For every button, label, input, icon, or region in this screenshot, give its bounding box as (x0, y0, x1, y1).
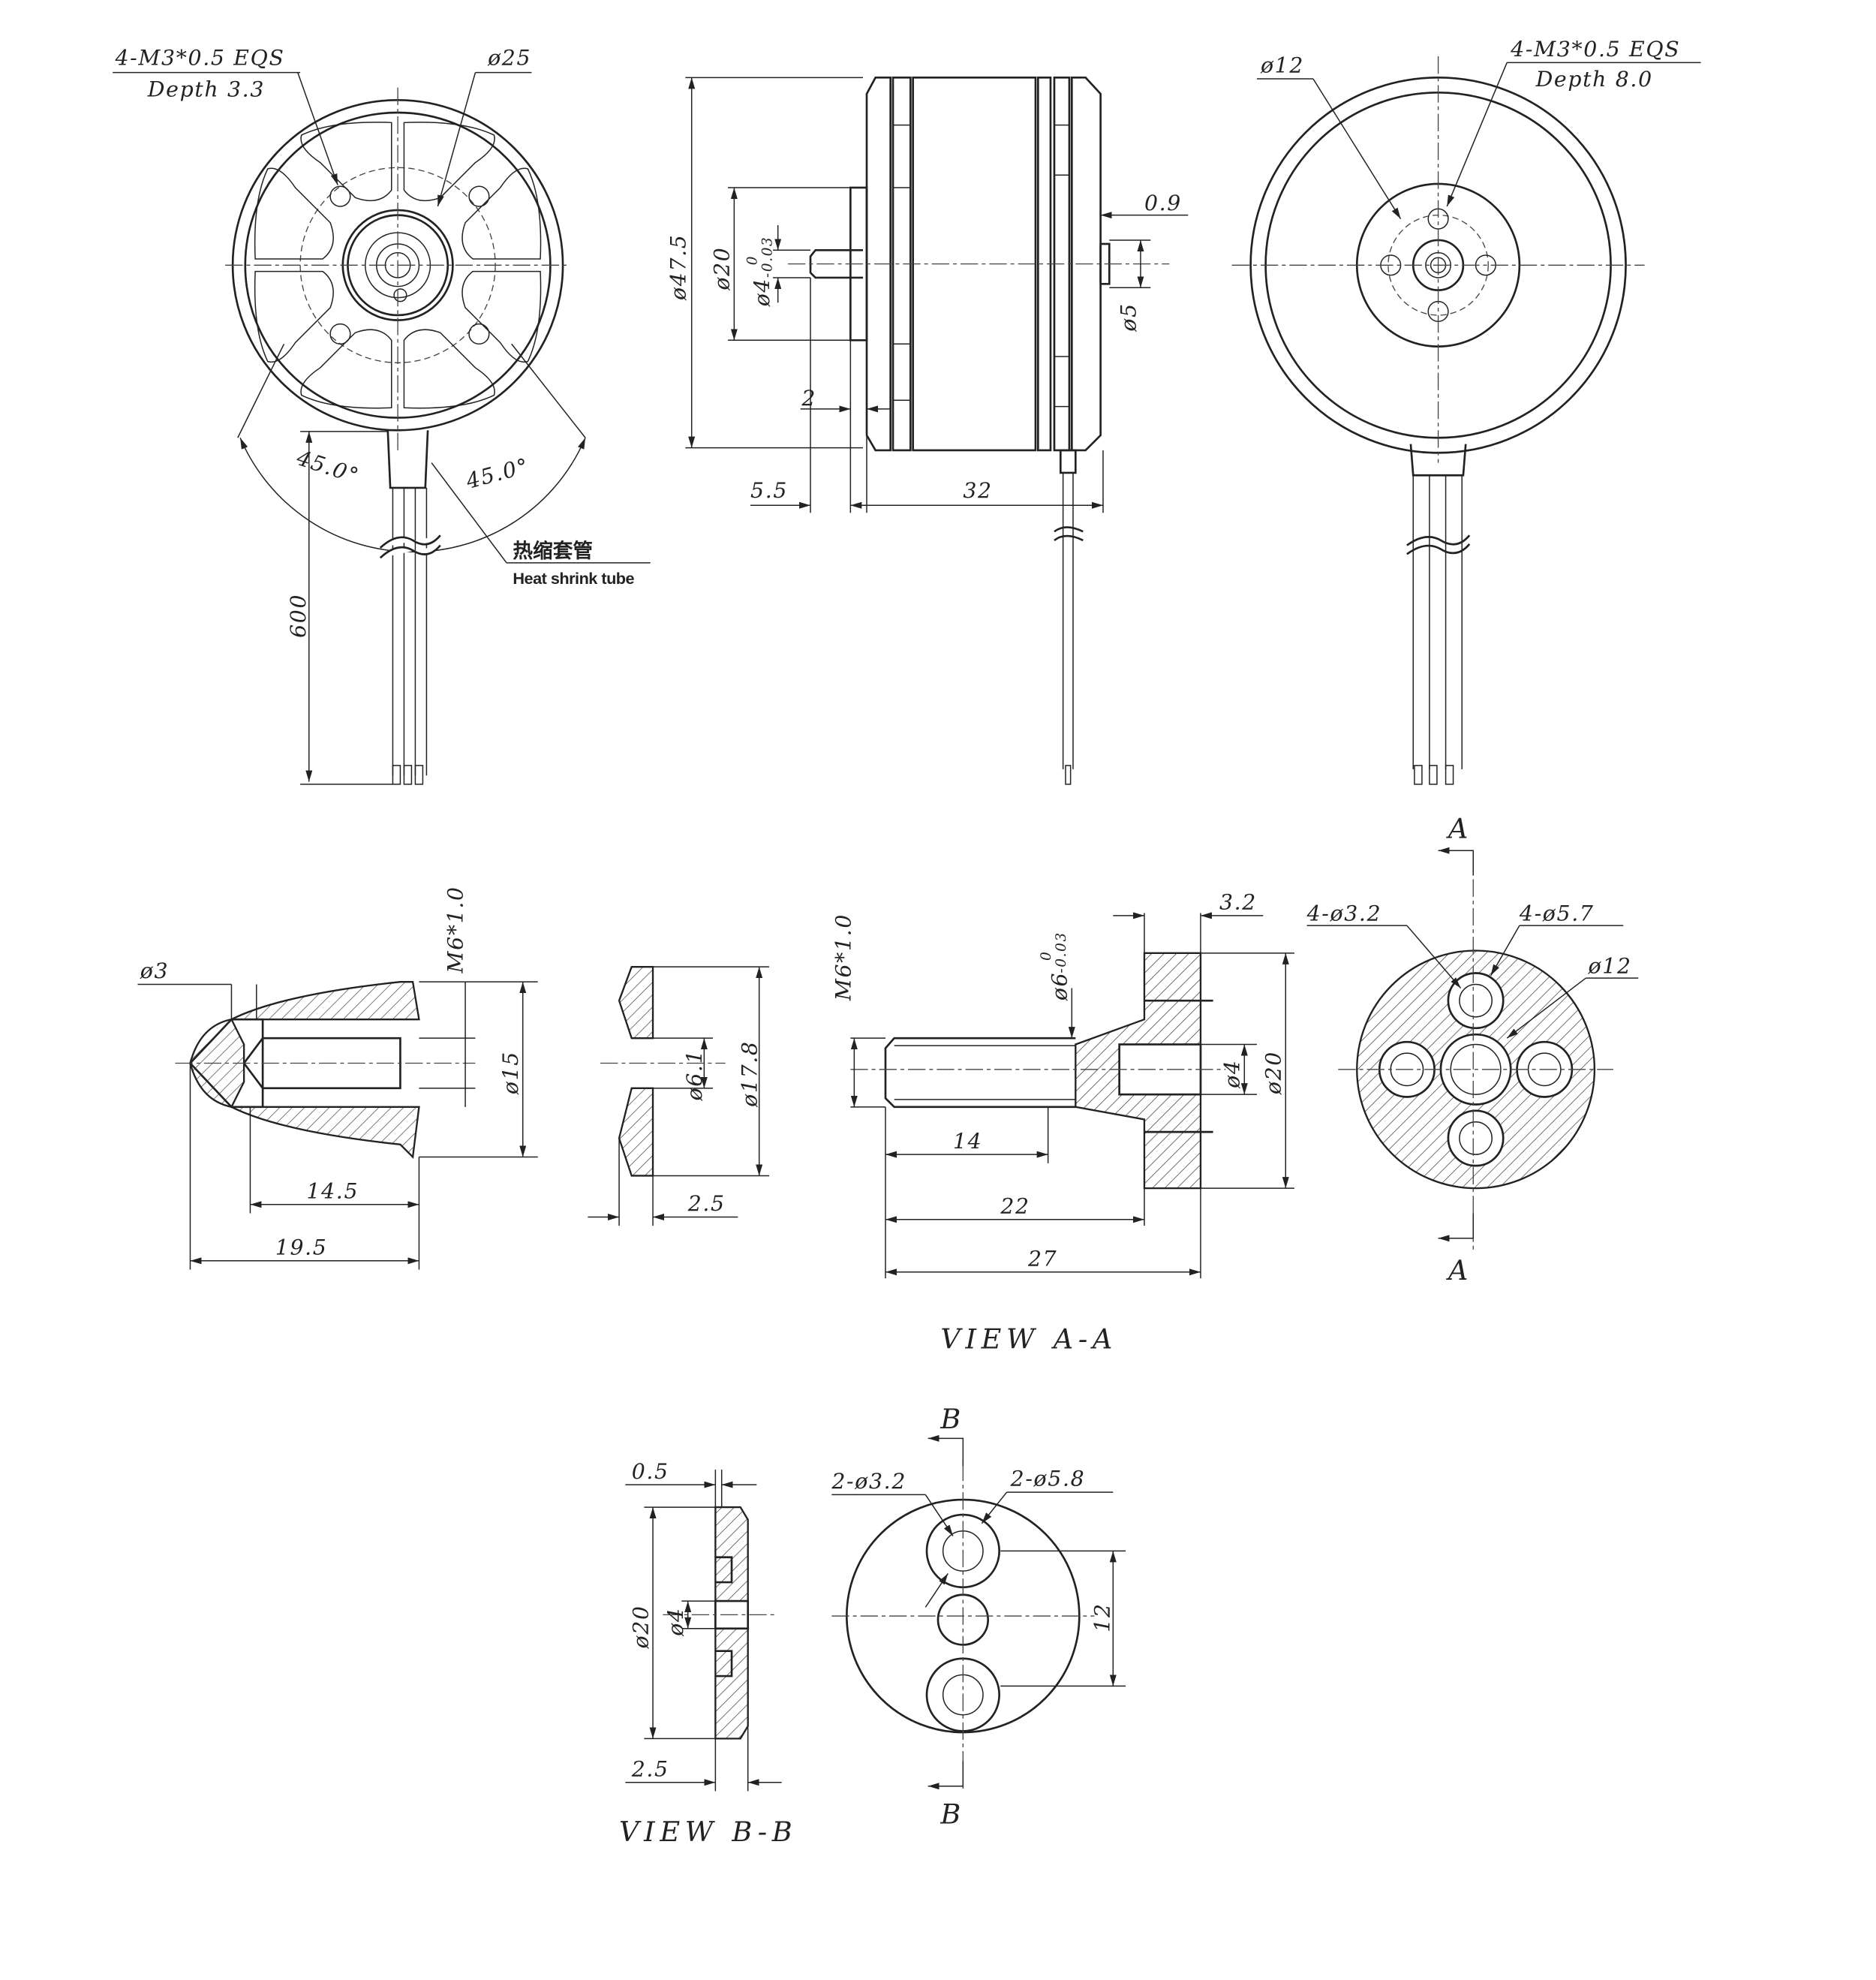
washer-dia: ø17.8 (737, 1040, 762, 1107)
rear-view: ø12 4-M3*0.5 EQS Depth 8.0 (1231, 37, 1701, 785)
boss-length-label: 2 (801, 386, 816, 411)
rear-dia-label: ø5 (1116, 302, 1141, 332)
dia-boss-label: ø20 (710, 247, 735, 291)
b-step-thk: 0.5 (632, 1459, 669, 1484)
flange-dia: ø20 (1261, 1051, 1286, 1095)
view-b-title: VIEW B-B (619, 1816, 797, 1848)
rear-pcd-label: ø12 (1260, 53, 1304, 78)
spinner-nut: ø3 M6*1.0 ø15 14.5 19.5 (137, 886, 538, 1270)
adapter-bore: ø4 (1220, 1059, 1245, 1088)
adapter-len-total: 27 (1027, 1246, 1057, 1271)
body-length-label: 32 (963, 478, 992, 503)
a-holes-small: 4-ø3.2 (1306, 901, 1382, 926)
front-pcd-label: ø25 (487, 46, 531, 71)
dia-shaft-label: ø4 (750, 278, 774, 307)
washer-thickness: 2.5 (687, 1191, 726, 1216)
section-a-bottom: A (1446, 1254, 1473, 1286)
lead-length-label: 600 (286, 594, 311, 638)
view-b-b: 0.5 ø20 ø4 2.5 VIEW B-B B B 2-ø3.2 2-ø5.… (619, 1403, 1126, 1848)
nut-tip-dia: ø3 (140, 958, 169, 983)
nut-thread: M6*1.0 (443, 886, 468, 973)
nut-len-inner: 14.5 (306, 1178, 359, 1203)
flange-thickness: 3.2 (1219, 890, 1257, 915)
prop-adapter: M6*1.0 ø6 0 -0.03 3.2 ø4 ø20 14 22 27 (831, 890, 1294, 1279)
adapter-len-mid: 22 (1000, 1193, 1030, 1218)
angle-left-label: 45.0° (293, 445, 362, 489)
b-holes-large: 2-ø5.8 (1010, 1467, 1086, 1491)
washer: ø6.1 ø17.8 2.5 (588, 966, 770, 1226)
side-view: ø47.5 ø20 ø4 0 -0.03 2 5.5 32 0.9 ø5 (666, 76, 1189, 785)
angle-right-label: 45.0° (463, 453, 532, 494)
nut-dia: ø15 (498, 1051, 523, 1095)
section-b-bottom: B (940, 1798, 966, 1831)
shaft-tol-upper: 0 (744, 255, 760, 265)
b-dia: ø20 (628, 1605, 653, 1649)
nut-len-total: 19.5 (275, 1235, 328, 1259)
rear-gap-label: 0.9 (1144, 191, 1182, 215)
shaft-tol-lower: -0.03 (759, 236, 775, 278)
adapter-thread: M6*1.0 (831, 913, 855, 1001)
rear-thread-note: 4-M3*0.5 EQS (1510, 37, 1680, 62)
adapter-len-thread: 14 (953, 1129, 982, 1154)
b-holes-small: 2-ø3.2 (831, 1469, 906, 1494)
front-thread-note: 4-M3*0.5 EQS (114, 46, 284, 71)
a-pcd: ø12 (1588, 954, 1632, 979)
sleeve-label-en: Heat shrink tube (513, 569, 634, 588)
front-depth-note: Depth 3.3 (147, 77, 265, 101)
shaft-length-label: 5.5 (750, 478, 788, 503)
b-spacing: 12 (1090, 1602, 1114, 1632)
rear-depth-note: Depth 8.0 (1535, 67, 1653, 92)
adapter-tol-upper: 0 (1039, 951, 1054, 961)
mount-hole-icon (329, 185, 490, 345)
b-thickness: 2.5 (631, 1756, 669, 1781)
adapter-shaft-dia: ø6 (1048, 972, 1072, 1001)
sleeve-label-cn: 热缩套管 (513, 540, 593, 563)
front-view: 4-M3*0.5 EQS Depth 3.3 ø25 45.0° 45.0° 6… (113, 46, 651, 785)
a-holes-large: 4-ø5.7 (1519, 901, 1595, 926)
view-a-title: VIEW A-A (940, 1323, 1117, 1355)
view-a-a: A A 4-ø3.2 4-ø5.7 ø12 VIEW A-A (940, 813, 1639, 1355)
b-bore: ø4 (663, 1607, 688, 1636)
washer-bore: ø6.1 (682, 1049, 707, 1102)
section-b-top: B (940, 1403, 966, 1435)
dia-outer-label: ø47.5 (666, 234, 690, 301)
section-a-top: A (1446, 813, 1473, 845)
adapter-tol-lower: -0.03 (1054, 931, 1069, 973)
